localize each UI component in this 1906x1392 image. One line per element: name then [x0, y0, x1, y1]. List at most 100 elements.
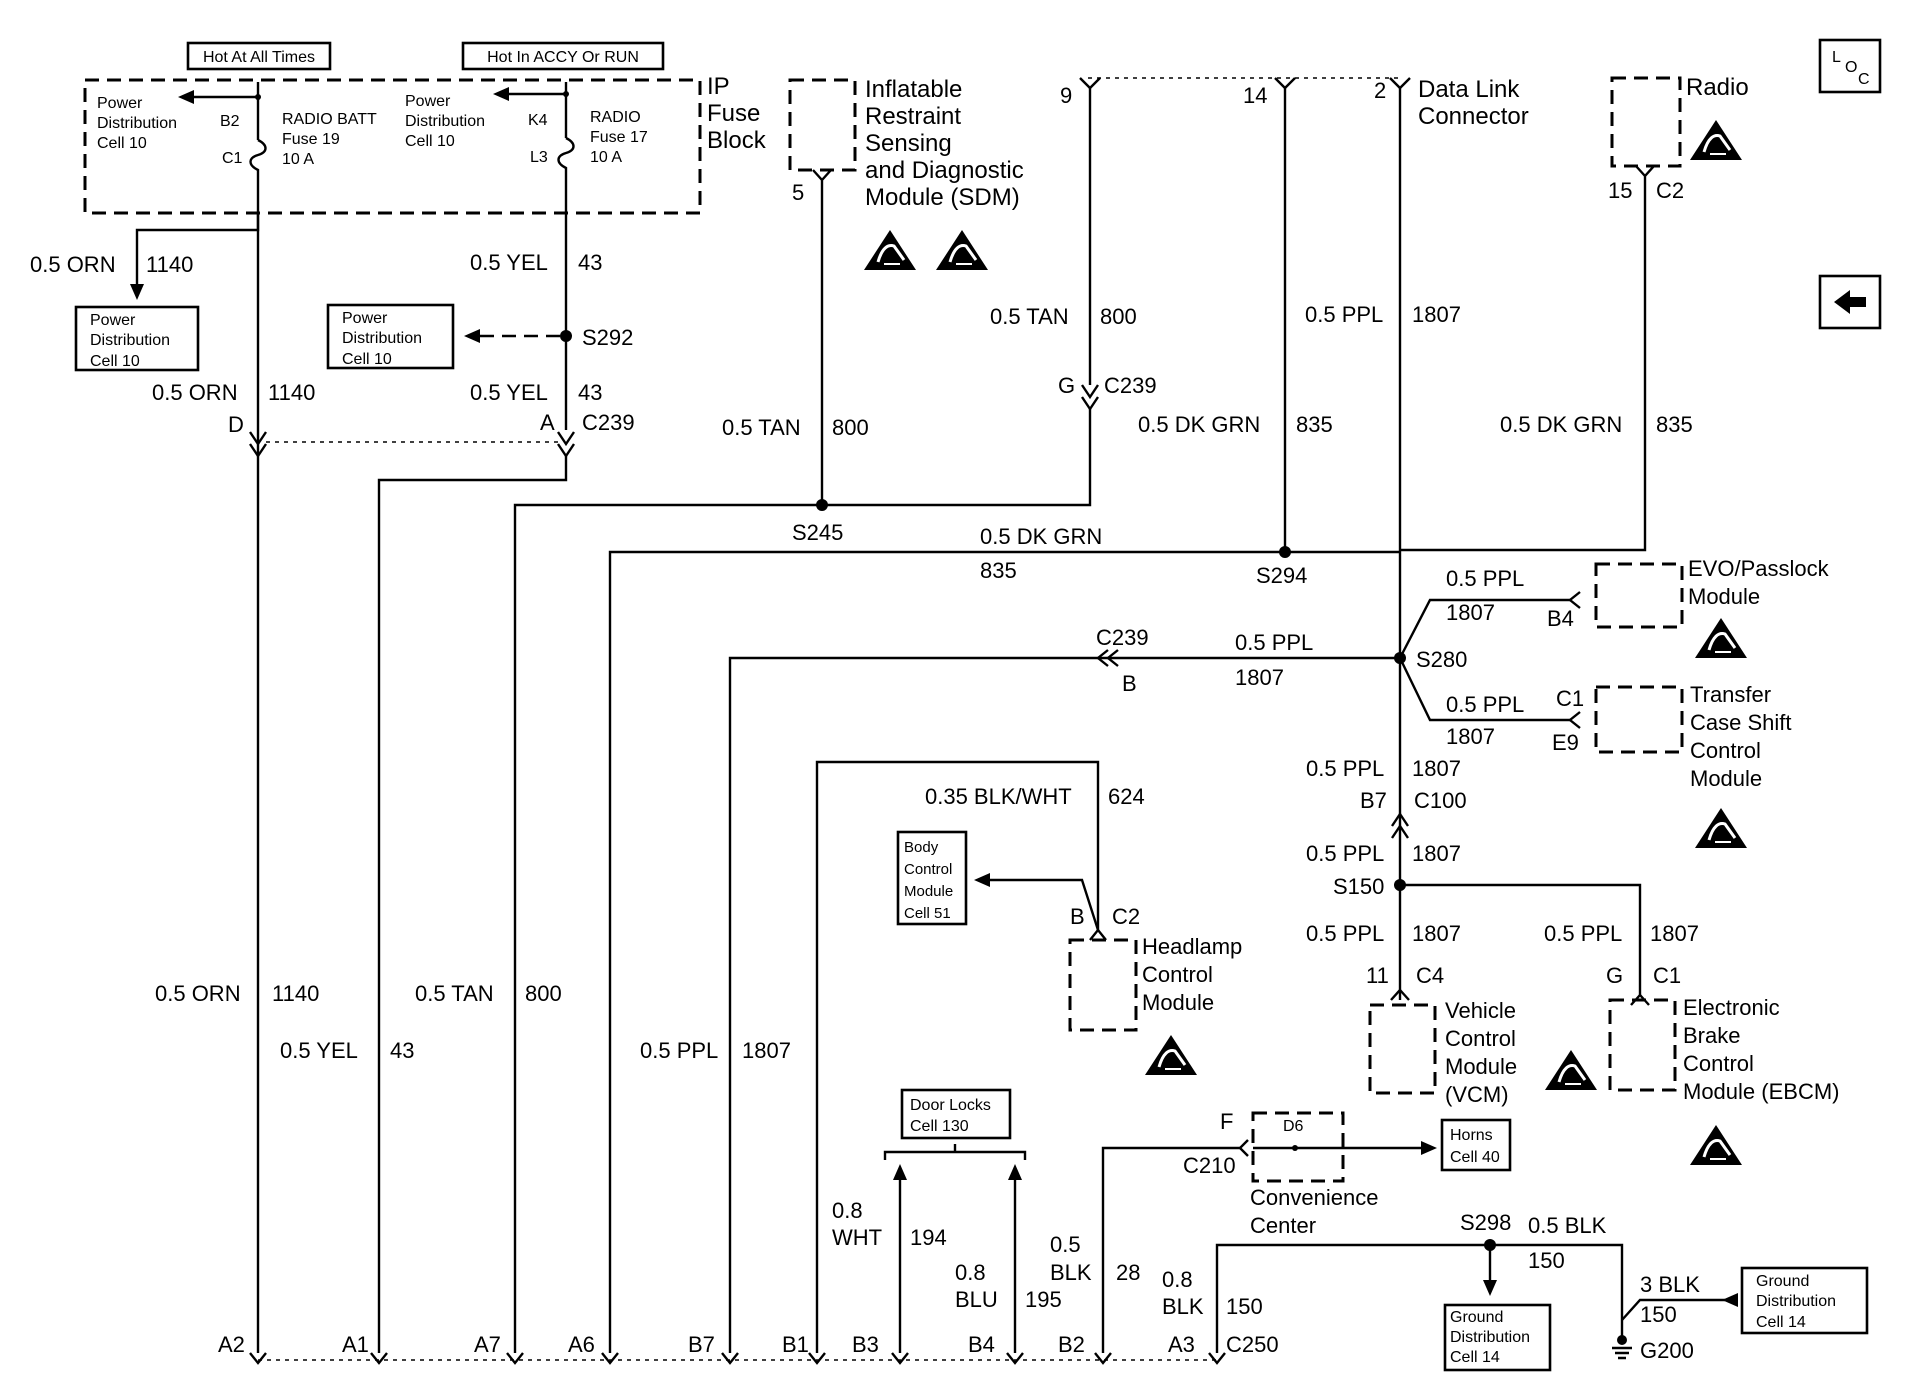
evo-passlock-title: EVO/Passlock Module — [1688, 556, 1830, 609]
wire-label: 0.5 YEL — [470, 250, 548, 275]
arrow-down-icon — [1483, 1280, 1497, 1296]
wire-label: 0.5 PPL — [1306, 841, 1384, 866]
ground-icon — [1617, 1335, 1627, 1345]
vcm-box — [1368, 1003, 1437, 1095]
d6-label: D6 — [1283, 1118, 1304, 1135]
circuit-number: 1807 — [1446, 600, 1495, 625]
power-distribution-box-1 — [74, 305, 200, 372]
svg-text:(VCM): (VCM) — [1445, 1082, 1509, 1107]
svg-text:Cell 51: Cell 51 — [904, 905, 951, 922]
circuit-number: 1807 — [1412, 756, 1461, 781]
svg-text:0.5: 0.5 — [1050, 1232, 1081, 1257]
pin-b4: B4 — [1547, 606, 1574, 631]
power-distribution-box-2-label: Power Distribution Cell 10 — [342, 310, 422, 368]
circuit-number: 800 — [525, 981, 562, 1006]
hot-at-all-times-box — [186, 41, 332, 71]
circuit-number: 835 — [1296, 412, 1333, 437]
wire-label: 0.5 DK GRN — [1500, 412, 1622, 437]
circuit-number: 1807 — [1446, 724, 1495, 749]
svg-text:Control: Control — [904, 861, 952, 878]
pin-2: 2 — [1374, 78, 1386, 103]
svg-text:Power: Power — [342, 310, 388, 327]
svg-text:Distribution: Distribution — [405, 113, 485, 130]
svg-text:Data Link: Data Link — [1418, 76, 1520, 103]
arrow-down-icon — [130, 284, 144, 300]
loc-o: O — [1845, 59, 1857, 76]
svg-text:Cell 10: Cell 10 — [405, 133, 455, 150]
svg-text:Ground: Ground — [1756, 1273, 1809, 1290]
pin-5: 5 — [792, 180, 804, 205]
sdm-box — [788, 78, 857, 172]
pin-k4: K4 — [528, 112, 548, 129]
wire-label: 0.5 PPL — [1544, 921, 1622, 946]
svg-text:Cell 40: Cell 40 — [1450, 1149, 1500, 1166]
pin-e9: E9 — [1552, 730, 1579, 755]
pd-left-label: Power Distribution Cell 10 — [97, 95, 177, 152]
svg-text:Module: Module — [1445, 1054, 1517, 1079]
svg-text:10 A: 10 A — [590, 149, 622, 166]
arrow-left-icon — [974, 873, 990, 887]
headlamp-box — [1068, 938, 1138, 1032]
arrow-left-icon — [493, 87, 509, 101]
esd-warning-icon — [862, 228, 918, 272]
wire-label: 0.5 PPL — [1306, 921, 1384, 946]
circuit-number: 1807 — [1412, 921, 1461, 946]
fuse17-icon — [557, 94, 575, 213]
radio-batt-fuse-label: RADIO BATT Fuse 19 10 A — [282, 111, 377, 168]
wire-label: 0.5 ORN — [152, 380, 238, 405]
circuit-number: 835 — [980, 558, 1017, 583]
arrow-back-icon — [1834, 290, 1866, 314]
svg-text:Cell 130: Cell 130 — [910, 1118, 969, 1135]
pin-a1: A1 — [342, 1332, 369, 1357]
pin-f: F — [1220, 1109, 1233, 1134]
ebcm-box — [1608, 998, 1677, 1092]
esd-warning-icon — [1688, 118, 1744, 162]
circuit-number: 1807 — [1412, 841, 1461, 866]
arrow-left-icon — [464, 329, 480, 343]
connector-c239: C239 — [1096, 625, 1149, 650]
pin-b4: B4 — [968, 1332, 995, 1357]
circuit-number: 800 — [1100, 304, 1137, 329]
pin-b2: B2 — [1058, 1332, 1085, 1357]
wire-label: 0.5 YEL — [470, 380, 548, 405]
locator-button[interactable] — [1818, 38, 1882, 94]
arrow-up-icon — [893, 1164, 907, 1180]
connector-c239: C239 — [582, 410, 635, 435]
svg-text:Inflatable: Inflatable — [865, 76, 962, 103]
pin-b7: B7 — [688, 1332, 715, 1357]
wire-label: 0.5 PPL — [1446, 566, 1524, 591]
ground-distribution-box-1 — [1443, 1303, 1552, 1372]
svg-text:Control: Control — [1683, 1051, 1754, 1076]
connector-c210: C210 — [1183, 1153, 1236, 1178]
horns-box — [1440, 1118, 1512, 1172]
power-distribution-box-2 — [326, 303, 455, 370]
wire-label: 0.5 TAN — [415, 981, 494, 1006]
ip-fuse-block-box — [83, 78, 702, 215]
esd-warning-icon — [1143, 1033, 1199, 1077]
svg-text:Ground: Ground — [1450, 1309, 1503, 1326]
pin-a7: A7 — [474, 1332, 501, 1357]
circuit-number: 195 — [1025, 1287, 1062, 1312]
pin-g: G — [1058, 373, 1075, 398]
splice-label: S150 — [1333, 874, 1384, 899]
arrow-right-icon — [1722, 1293, 1738, 1307]
vcm-title: Vehicle Control Module (VCM) — [1445, 998, 1517, 1107]
circuit-number: 1140 — [268, 380, 315, 405]
svg-text:Distribution: Distribution — [97, 115, 177, 132]
wire-label: 0.5 ORN — [30, 252, 116, 277]
svg-text:Power: Power — [97, 95, 143, 112]
svg-text:0.8: 0.8 — [955, 1260, 986, 1285]
arrow-right-icon — [1421, 1141, 1437, 1155]
wire-label: 0.5 ORN — [155, 981, 241, 1006]
circuit-number: 43 — [578, 380, 602, 405]
svg-text:Distribution: Distribution — [90, 332, 170, 349]
connector-c2: C2 — [1112, 904, 1140, 929]
svg-text:Transfer: Transfer — [1690, 682, 1771, 707]
loc-c: C — [1858, 71, 1870, 88]
svg-text:Control: Control — [1445, 1026, 1516, 1051]
svg-text:Control: Control — [1690, 738, 1761, 763]
circuit-number: 1807 — [742, 1038, 791, 1063]
ground-distribution-box-2-label: Ground Distribution Cell 14 — [1756, 1273, 1836, 1331]
pin-a6: A6 — [568, 1332, 595, 1357]
esd-warning-icon — [1688, 1123, 1744, 1167]
